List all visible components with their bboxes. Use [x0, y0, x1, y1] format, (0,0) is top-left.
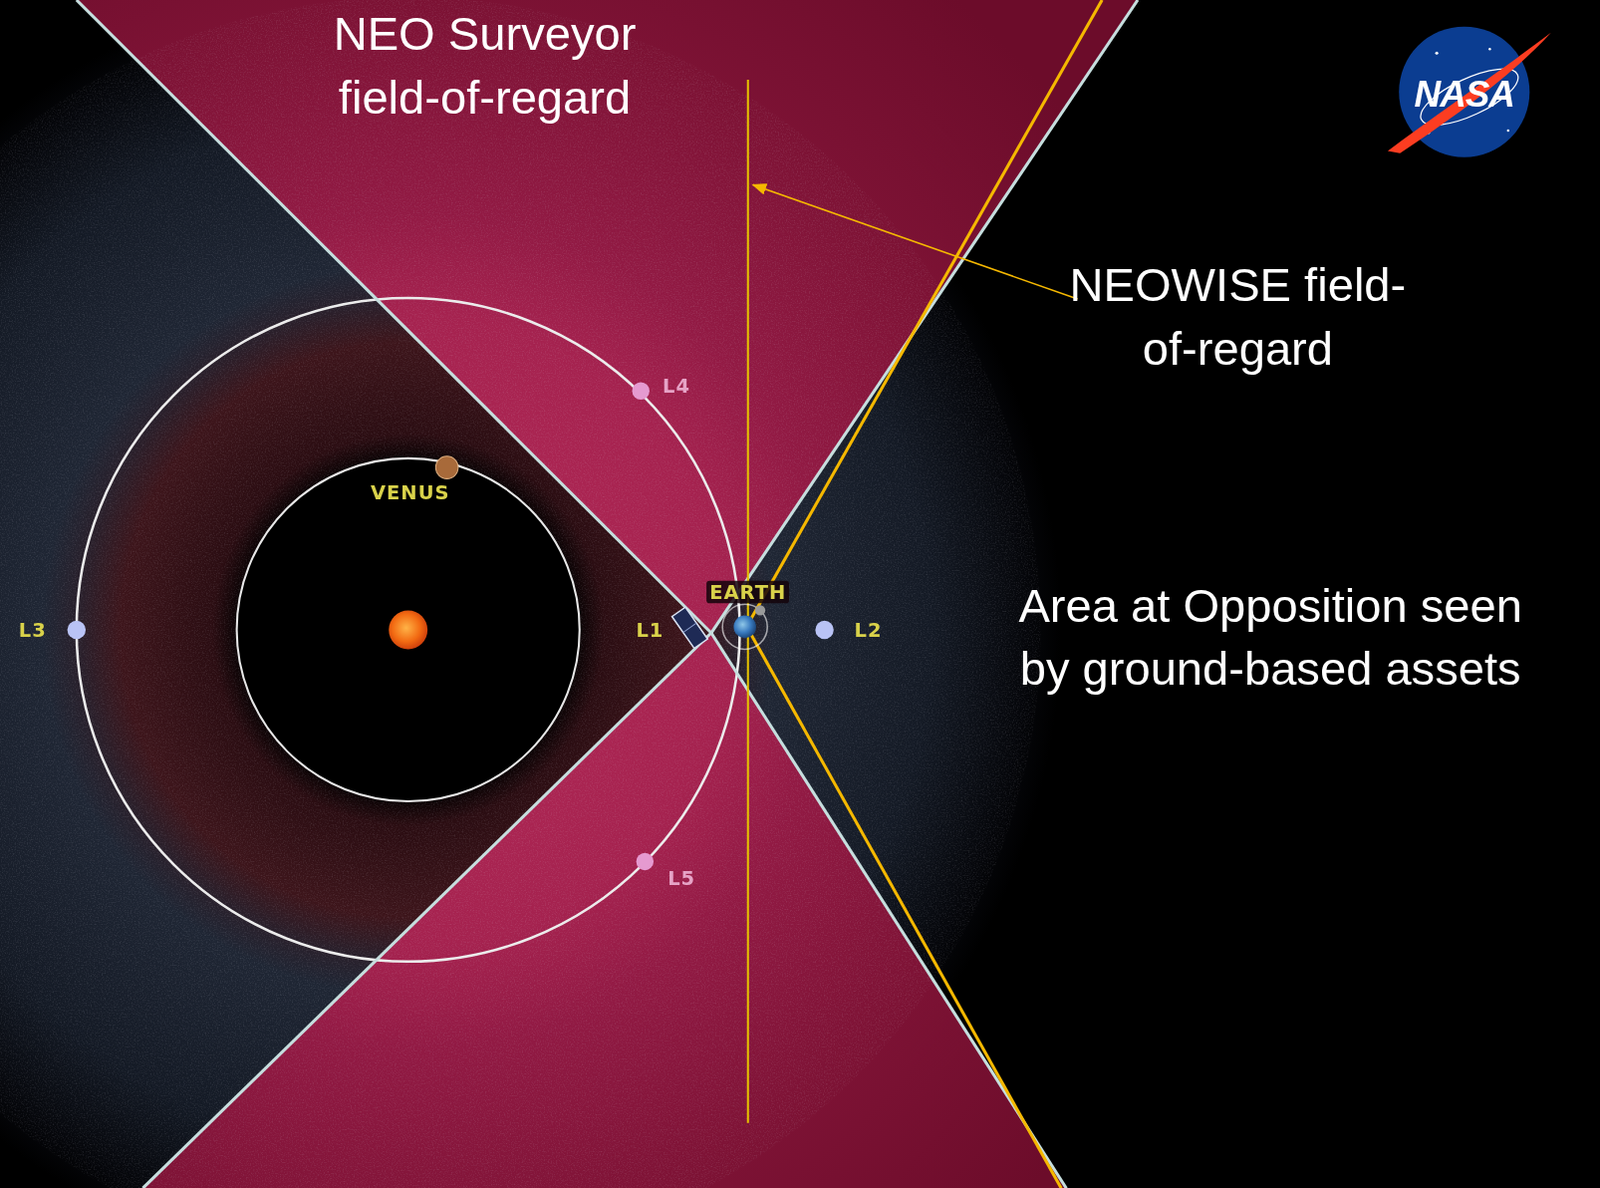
region-label: Area at Opposition seen by ground-based …	[1005, 573, 1537, 701]
lagrange-point	[632, 382, 650, 400]
venus-planet	[435, 456, 459, 480]
spacecraft	[672, 606, 709, 648]
lagrange-label: L1	[635, 618, 664, 642]
planet-label: EARTH	[706, 580, 790, 604]
sun	[388, 609, 428, 649]
field-boundary	[142, 632, 711, 1188]
logo-text: NASA	[1414, 73, 1515, 115]
lagrange-label: L4	[662, 374, 691, 398]
neowise-line	[750, 0, 1102, 621]
field-label: NEO Surveyor field-of-regard	[290, 1, 679, 129]
lagrange-label: L2	[854, 618, 883, 642]
inner-void	[237, 458, 580, 801]
earth-orbit	[76, 297, 741, 962]
earth-planet	[733, 615, 757, 639]
field-boundary	[711, 0, 1138, 633]
neowise-line	[748, 628, 1062, 1188]
earth-ring	[722, 603, 768, 649]
field-boundary	[76, 0, 712, 633]
lagrange-point	[814, 620, 833, 639]
lagrange-label: L5	[667, 866, 696, 890]
lagrange-point	[67, 620, 86, 639]
venus-orbit	[237, 458, 580, 801]
field-label: NEOWISE field-of-regard	[1044, 253, 1432, 380]
leader-arrow	[753, 184, 1078, 299]
lagrange-label: L3	[18, 618, 47, 642]
moon	[755, 604, 766, 615]
nasa-logo	[1387, 26, 1552, 158]
lagrange-point	[636, 852, 654, 870]
planet-label: VENUS	[370, 480, 451, 504]
